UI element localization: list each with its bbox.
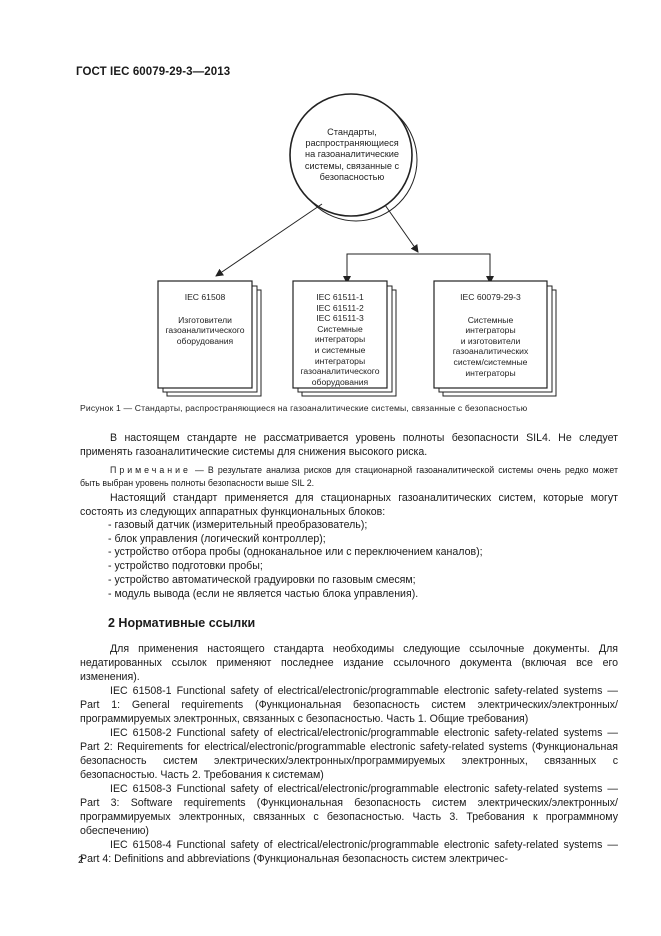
standards-diagram	[157, 93, 557, 397]
box-middle-line: интеграторы	[314, 334, 366, 345]
list-item: устройство отбора пробы (одноканальное и…	[108, 546, 482, 560]
box-right-line: Системные	[467, 314, 514, 325]
arrow-to-left-box	[215, 203, 323, 277]
arrow-to-bracket	[384, 204, 419, 253]
box-right-line: интеграторы	[465, 367, 516, 378]
box-right-line: систем/системные	[453, 356, 528, 367]
box-middle-line: интеграторы	[314, 355, 366, 366]
list-item: блок управления (логический контроллер);	[108, 533, 483, 547]
reference-item: IEC 61508-4 Functional safety of electri…	[80, 839, 618, 865]
reference-item: IEC 61508-2 Functional safety of electri…	[80, 727, 618, 781]
box-left-standard: IEC 61508	[184, 292, 226, 302]
box-middle-line: газоаналитического	[300, 366, 380, 377]
box-middle-line: оборудования	[311, 376, 369, 387]
box-middle-line: и системные	[314, 344, 366, 355]
box-middle-standard: IEC 61511-3	[316, 313, 364, 324]
figure-caption: Рисунок 1 — Стандарты, распространяющиес…	[80, 403, 528, 413]
paragraph-sil4: В настоящем стандарте не рассматривается…	[80, 432, 618, 458]
circle-text: Стандарты, распространяющиеся на газоана…	[304, 127, 400, 182]
list-item: устройство подготовки пробы;	[108, 560, 483, 574]
note-text: — В результате анализа рисков для стацио…	[80, 465, 618, 488]
box-right-standard: IEC 60079-29-3	[460, 292, 521, 302]
reference-item: IEC 61508-1 Functional safety of electri…	[80, 685, 618, 725]
references-block: Для применения настоящего стандарта необ…	[80, 642, 618, 866]
box-right-line: газоаналитических	[452, 346, 529, 357]
box-middle-standard: IEC 61511-1	[316, 292, 364, 302]
box-left-line: Изготовители	[178, 314, 232, 325]
box-left	[157, 280, 253, 389]
note-paragraph: Примечание — В результате анализа рисков…	[80, 464, 618, 489]
standards-circle	[289, 93, 413, 217]
box-middle-standard: IEC 61511-2	[316, 302, 364, 313]
box-middle-line: Системные	[317, 323, 363, 334]
references-intro: Для применения настоящего стандарта необ…	[80, 643, 618, 683]
document-header: ГОСТ IEC 60079-29-3—2013	[76, 66, 231, 78]
box-right-line: и изготовители	[460, 335, 521, 346]
blocks-list: газовый датчик (измерительный преобразов…	[108, 519, 483, 602]
page-number: 2	[78, 855, 84, 866]
section-title: 2 Нормативные ссылки	[108, 616, 256, 630]
box-right-text: IEC 60079-29-3 Системные интеграторы и и…	[434, 292, 547, 378]
box-left-line: газоаналитического	[165, 325, 245, 336]
paragraph-scope: Настоящий стандарт применяется для стаци…	[80, 492, 618, 518]
box-left-text: IEC 61508 Изготовители газоаналитическог…	[158, 292, 252, 346]
bracket-line	[346, 253, 491, 276]
box-middle-text: IEC 61511-1 IEC 61511-2 IEC 61511-3 Сист…	[293, 292, 387, 387]
box-middle	[292, 280, 388, 389]
list-item: модуль вывода (если не является частью б…	[108, 588, 483, 602]
list-item: газовый датчик (измерительный преобразов…	[108, 519, 483, 533]
box-left-line: оборудования	[176, 335, 234, 346]
box-right	[433, 280, 548, 389]
box-right-line: интеграторы	[465, 325, 516, 336]
reference-item: IEC 61508-3 Functional safety of electri…	[80, 783, 618, 837]
note-label: Примечание	[110, 465, 191, 475]
list-item: устройство автоматической градуировки по…	[108, 574, 483, 588]
